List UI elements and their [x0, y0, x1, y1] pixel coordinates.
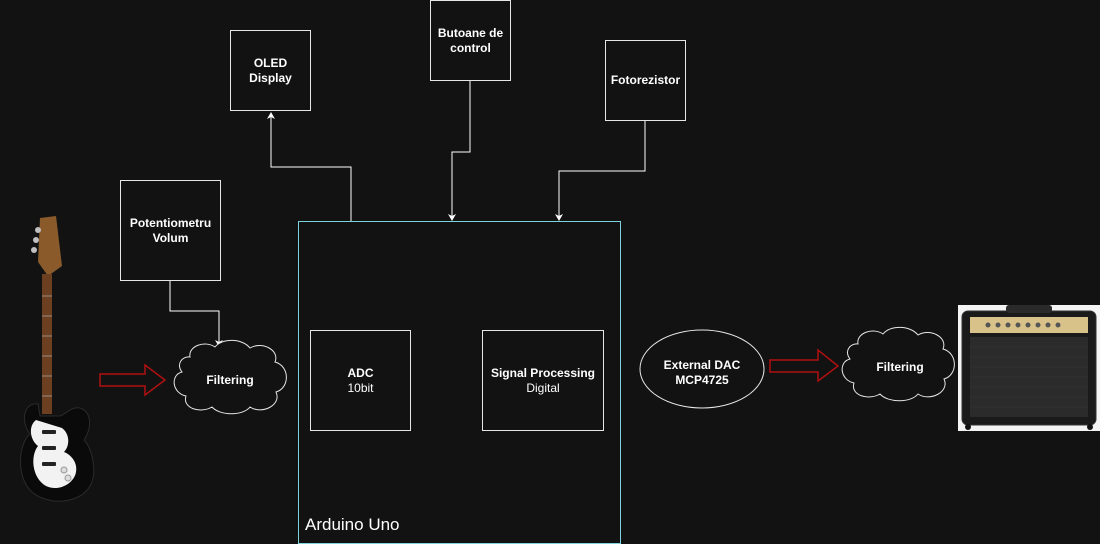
oled-display-block: OLED Display	[230, 30, 311, 111]
signal-arrow-in	[99, 363, 167, 397]
electric-guitar-icon	[20, 216, 95, 502]
signal-processing-line-2: Digital	[526, 380, 560, 395]
buttons-line-2: control	[450, 40, 491, 55]
filter-cloud-in	[173, 339, 287, 415]
connector-pot-to-filter	[169, 281, 223, 347]
dac-line-1: External DAC	[663, 358, 741, 372]
potentiometer-line-2: Volum	[152, 230, 189, 245]
adc-line-2: 10bit	[347, 380, 374, 395]
signal-processing-line-1: Signal Processing	[490, 365, 596, 380]
signal-processing-block: Signal Processing Digital	[482, 330, 604, 431]
potentiometer-line-1: Potentiometru	[129, 215, 212, 230]
filter-cloud-out	[841, 326, 955, 402]
filter-out-label: Filtering	[876, 360, 924, 374]
filter-in-label: Filtering	[206, 373, 254, 387]
photoresistor-label: Fotorezistor	[610, 73, 681, 87]
buttons-line-1: Butoane de	[437, 25, 504, 40]
buttons-block: Butoane de control	[430, 0, 511, 81]
dac-ellipse	[639, 329, 765, 409]
photoresistor-block: Fotorezistor	[605, 40, 686, 121]
adc-line-1: ADC	[347, 365, 374, 380]
signal-arrow-out	[769, 348, 840, 383]
arduino-label: Arduino Uno	[305, 515, 400, 534]
oled-line-2: Display	[249, 70, 292, 85]
guitar-amplifier-icon	[958, 305, 1100, 431]
dac-line-2: MCP4725	[675, 373, 729, 387]
dac-label: External DAC MCP4725	[640, 358, 764, 388]
connector-photoresistor-to-arduino	[555, 121, 646, 221]
potentiometer-block: Potentiometru Volum	[120, 180, 221, 281]
connector-buttons-to-arduino	[448, 80, 471, 221]
oled-line-1: OLED	[253, 55, 288, 70]
connector-arduino-to-oled	[267, 112, 352, 221]
adc-block: ADC 10bit	[310, 330, 411, 431]
